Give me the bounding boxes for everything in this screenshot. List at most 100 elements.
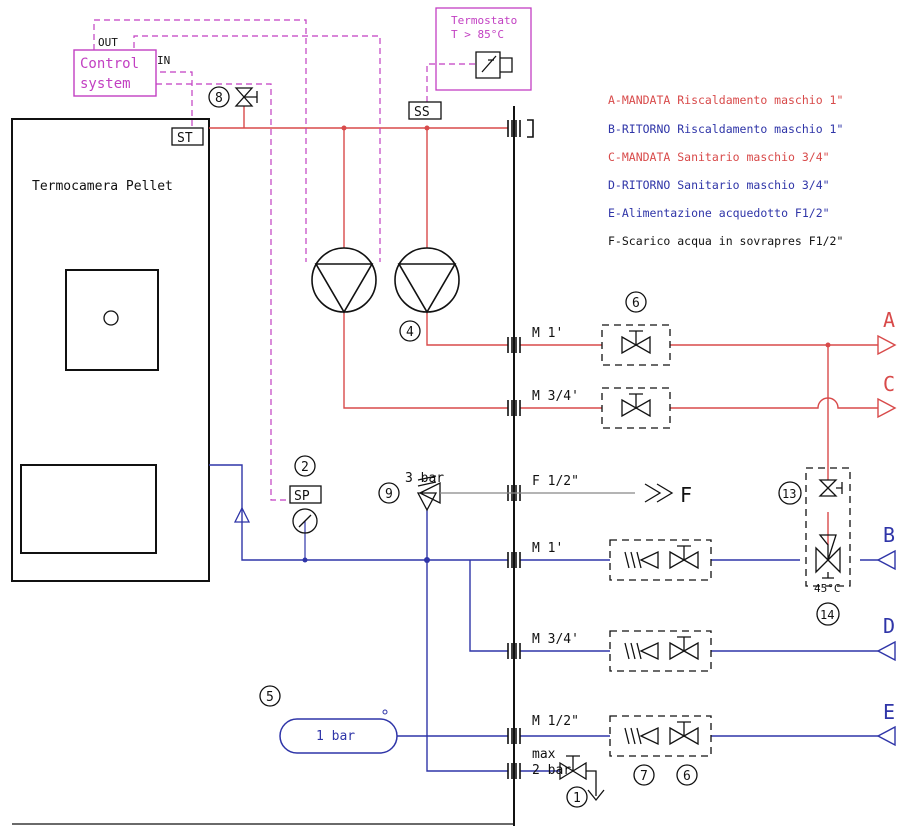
valve-box-d [609, 630, 712, 672]
control-system-line1: Control [80, 56, 139, 72]
drain-arrows [644, 483, 674, 503]
pipe-d-branch [469, 560, 878, 652]
arrow-b-icon [876, 549, 896, 571]
tee-dot [424, 125, 430, 131]
return-from-boiler-pipe [209, 464, 508, 561]
marker-9 [378, 482, 400, 504]
control-system-line2: system [80, 76, 131, 92]
legend-b: B-RITORNO Riscaldamento maschio 1" [608, 122, 843, 136]
marker-8 [208, 86, 230, 108]
sensor-st-box [171, 127, 204, 146]
check-valve-b-icon [624, 550, 659, 570]
conn-f12: F 1/2" [532, 474, 579, 489]
legend-f: F-Scarico acqua in sovrapres F1/2" [608, 234, 843, 248]
wall [12, 106, 515, 826]
boiler-door-knob-icon [103, 310, 119, 326]
expansion-tank: 1 bar [279, 709, 398, 754]
port-e-label: E [883, 700, 895, 724]
relief-valve [378, 475, 674, 512]
boiler-label: Termocamera Pellet [32, 179, 173, 194]
pump-right-icon [394, 247, 460, 313]
marker-9-label: 9 [385, 487, 393, 502]
ball-valve-b-icon [669, 545, 699, 570]
fitting-supply [507, 120, 521, 137]
pump-left-icon [311, 247, 377, 313]
expansion-tank-label: 1 bar [316, 729, 355, 744]
max-label: max [532, 747, 556, 762]
pump-right-symbol [397, 263, 457, 314]
max-bar-label: 2 bar [532, 763, 571, 778]
control-system: Control system OUT IN [73, 36, 170, 97]
control-system-box [73, 49, 157, 97]
check-valve-d-icon [624, 641, 659, 661]
fitting-e [507, 728, 521, 744]
gauge-icon [292, 508, 318, 534]
vent-valve-icon [234, 87, 258, 107]
ball-valve-c-icon [621, 393, 651, 418]
marker-6-bottom-label: 6 [683, 769, 691, 784]
port-f-label: F [680, 483, 692, 507]
pumps [311, 247, 460, 314]
marker-8-label: 8 [215, 91, 223, 106]
thermostat: Termostato T > 85°C SS [408, 7, 532, 120]
gauge-needle [298, 514, 312, 528]
tank-valve-icon [382, 709, 388, 715]
marker-1-label: 1 [573, 791, 581, 806]
marker-1 [566, 786, 588, 808]
valve-box-b [609, 539, 712, 581]
check-valve-e-icon [624, 726, 659, 746]
pump-left-symbol [314, 263, 374, 314]
marker-14 [816, 602, 840, 626]
legend-a: A-MANDATA Riscaldamento maschio 1" [608, 93, 843, 107]
port-labels: A C F B D E [680, 308, 895, 724]
balancing-valve-13-icon [818, 479, 843, 497]
valve-box-a [601, 324, 671, 366]
port-b-label: B [883, 523, 895, 547]
tee-dot [424, 557, 430, 563]
ball-valve-d-icon [669, 636, 699, 661]
wall-fittings [507, 119, 534, 779]
marker-labels: 4 6 5 7 6 1 13 14 45°C max 2 bar [266, 296, 841, 806]
pipe-c-line [343, 312, 878, 409]
legend-c: C-MANDATA Sanitario maschio 3/4" [608, 150, 830, 164]
tee-dot [341, 125, 347, 131]
control-out-label: OUT [98, 36, 118, 49]
thermostat-line2: T > 85°C [451, 28, 504, 41]
pressure-gauge [289, 455, 322, 534]
thermostat-line1: Termostato [451, 14, 517, 27]
conn-m34-d: M 3/4' [532, 632, 579, 647]
relief-pressure-label: 3 bar [405, 471, 444, 486]
port-c-label: C [883, 372, 895, 396]
tee-dot [825, 342, 831, 348]
sensor-st-label: ST [177, 131, 193, 146]
red-pipes [209, 106, 878, 545]
expansion-tank-body [279, 718, 398, 754]
arrow-d-icon [876, 640, 896, 662]
fitting-fill [507, 763, 521, 779]
control-wiring [93, 19, 476, 501]
marker-13 [778, 481, 802, 505]
legend-d: D-RITORNO Sanitario maschio 3/4" [608, 178, 830, 192]
marker-5-label: 5 [266, 690, 274, 705]
marker-2-label: 2 [301, 460, 309, 475]
check-valve-icon [233, 506, 251, 523]
legend: A-MANDATA Riscaldamento maschio 1" B-RIT… [608, 93, 843, 248]
marker-14-label: 14 [820, 608, 834, 622]
fill-line-pipe [426, 510, 508, 772]
outlet-arrows [876, 334, 897, 747]
port-d-label: D [883, 614, 895, 638]
boiler-body [11, 118, 210, 582]
wire-out-outer [93, 19, 307, 262]
mixing-valve-14-icon [815, 534, 841, 579]
wire-out-loop [133, 35, 381, 262]
fitting-supply-cap [527, 119, 534, 138]
wire-in-st [150, 71, 193, 128]
blue-pipes [209, 464, 878, 772]
legend-e: E-Alimentazione acquedotto F1/2" [608, 206, 830, 220]
mixer-temp-label: 45°C [814, 582, 841, 595]
marker-6-bottom [676, 764, 698, 786]
valve-box-c [601, 387, 671, 429]
arrow-e-icon [876, 725, 896, 747]
conn-m1-a: M 1' [532, 326, 563, 341]
